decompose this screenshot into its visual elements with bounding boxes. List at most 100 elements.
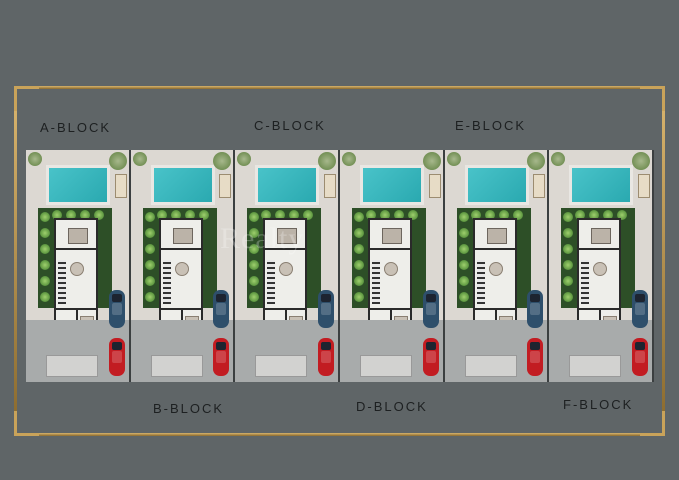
unit-plan-c: [235, 150, 340, 382]
red-car-icon: [108, 338, 125, 376]
tree-icon: [458, 292, 469, 302]
tree-icon: [563, 228, 574, 238]
planter-icon: [108, 152, 127, 170]
frame-corner-bottom-right: [640, 411, 665, 436]
sofa-icon: [172, 228, 193, 244]
tree-icon: [563, 212, 574, 222]
tree-icon: [589, 210, 600, 220]
pool: [150, 165, 215, 205]
blue-car-icon: [108, 290, 125, 328]
tree-icon: [144, 228, 155, 238]
tree-icon: [354, 212, 364, 222]
frame-top-rail: [24, 86, 655, 89]
tree-icon: [94, 210, 104, 220]
red-car-icon: [213, 338, 230, 376]
wall: [474, 308, 515, 310]
blue-car-icon: [527, 290, 544, 328]
sun-lounger: [323, 174, 336, 198]
car-windshield: [634, 294, 645, 302]
car-roof: [320, 303, 331, 315]
car-windshield: [320, 294, 331, 302]
red-car-icon: [422, 338, 439, 376]
tree-icon: [354, 292, 364, 302]
car-roof: [634, 351, 645, 363]
wall: [579, 308, 620, 310]
frame-left-rail: [14, 96, 17, 426]
tree-icon: [458, 244, 469, 254]
tree-icon: [512, 210, 523, 220]
car-windshield: [530, 294, 541, 302]
unit-plan-a: [26, 150, 131, 382]
tree-icon: [394, 210, 404, 220]
tree-icon: [144, 292, 155, 302]
car-windshield: [425, 294, 436, 302]
stairs-icon: [476, 260, 485, 304]
tree-icon: [354, 228, 364, 238]
planter-icon: [342, 152, 356, 166]
tree-icon: [144, 276, 155, 286]
tree-icon: [366, 210, 376, 220]
stairs-icon: [581, 260, 590, 304]
stairs-icon: [58, 260, 66, 304]
frame-corner-bottom-left: [14, 411, 39, 436]
tree-icon: [184, 210, 195, 220]
frame-corner-top-left: [14, 86, 39, 111]
sun-lounger: [637, 174, 650, 198]
table-icon: [488, 262, 503, 276]
car-roof: [425, 303, 436, 315]
planter-icon: [446, 152, 461, 166]
tree-icon: [144, 212, 155, 222]
sofa-icon: [68, 228, 88, 244]
tree-icon: [458, 276, 469, 286]
watermark-text: Realty: [220, 222, 305, 255]
planter-icon: [551, 152, 566, 166]
car-roof: [425, 351, 436, 363]
car-roof: [530, 303, 541, 315]
planter-icon: [213, 152, 232, 170]
sofa-icon: [382, 228, 402, 244]
unit-plan-f: [549, 150, 654, 382]
sofa-icon: [277, 228, 298, 244]
car-roof: [320, 351, 331, 363]
tree-icon: [380, 210, 390, 220]
tree-icon: [170, 210, 181, 220]
tree-icon: [354, 276, 364, 286]
planter-icon: [132, 152, 147, 166]
car-windshield: [216, 342, 227, 350]
sofa-icon: [486, 228, 507, 244]
block-label-c: C-BLOCK: [254, 118, 326, 133]
tree-icon: [80, 210, 90, 220]
unit-plan-b: [130, 150, 236, 382]
car-windshield: [111, 342, 122, 350]
red-car-icon: [527, 338, 544, 376]
tree-icon: [40, 260, 50, 270]
wall: [56, 308, 96, 310]
tree-icon: [40, 212, 50, 222]
stairs-icon: [267, 260, 276, 304]
table-icon: [279, 262, 294, 276]
car-windshield: [111, 294, 122, 302]
pool: [255, 165, 320, 205]
tree-icon: [144, 260, 155, 270]
entrance-deck: [360, 355, 412, 377]
gold-frame: [14, 86, 665, 436]
tree-icon: [289, 210, 300, 220]
tree-icon: [249, 260, 260, 270]
pool: [464, 165, 529, 205]
planter-icon: [422, 152, 441, 170]
entrance-deck: [150, 355, 203, 377]
sun-lounger: [114, 174, 127, 198]
site-plan: [26, 150, 654, 382]
frame-bottom-rail: [24, 433, 655, 436]
table-icon: [384, 262, 398, 276]
tree-icon: [458, 212, 469, 222]
tree-icon: [458, 228, 469, 238]
tree-icon: [275, 210, 286, 220]
car-roof: [634, 303, 645, 315]
car-windshield: [216, 294, 227, 302]
wall: [370, 308, 410, 310]
tree-icon: [249, 292, 260, 302]
sofa-icon: [591, 228, 612, 244]
table-icon: [174, 262, 189, 276]
car-roof: [216, 303, 227, 315]
